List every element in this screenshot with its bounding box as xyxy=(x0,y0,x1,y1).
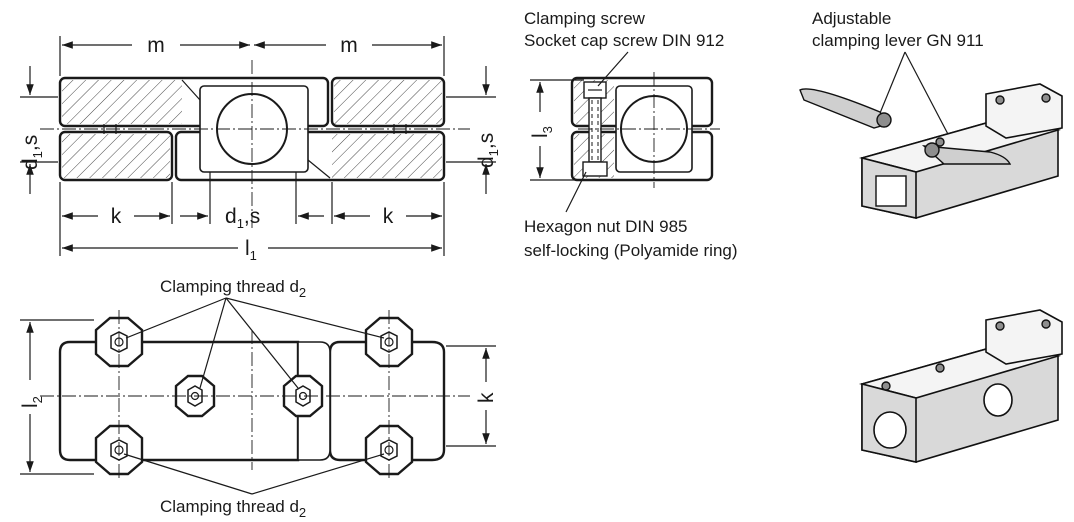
clamping-lever-right xyxy=(921,145,1012,165)
clamping-screw-callout: Clamping screw Socket cap screw DIN 912 xyxy=(524,9,724,87)
dimension-l1: l1 xyxy=(62,237,442,263)
clamping-lever-left xyxy=(799,88,890,129)
l1-label: l1 xyxy=(245,237,257,263)
clamping-thread-top-callout: Clamping thread d2 xyxy=(125,277,385,389)
l2-label: l2 xyxy=(19,396,45,408)
side-section-view xyxy=(570,72,720,188)
dimension-k-vertical: k xyxy=(446,345,498,447)
dimension-l3: l3 xyxy=(529,79,584,181)
hexagon-nut-label: Hexagon nut DIN 985 xyxy=(524,217,688,236)
plan-view xyxy=(40,310,470,480)
self-locking-label: self-locking (Polyamide ring) xyxy=(524,241,738,260)
isometric-view-plain xyxy=(858,309,1063,463)
clamping-thread-bottom-callout: Clamping thread d2 xyxy=(123,453,385,520)
hexagon-nut-callout: Hexagon nut DIN 985 self-locking (Polyam… xyxy=(524,171,738,260)
d1s-center-label: d1,s xyxy=(225,205,260,231)
isometric-view-with-levers xyxy=(799,83,1063,219)
d1s-right-label: d1,s xyxy=(475,133,501,168)
lever-callout: Adjustable clamping lever GN 911 xyxy=(812,9,984,139)
d1s-left-label: d1,s xyxy=(19,135,45,170)
dimension-d1s-right: d1,s xyxy=(446,66,501,194)
lever-label-line1: Adjustable xyxy=(812,9,891,28)
dimension-m: m m xyxy=(59,34,445,76)
clamping-thread-bottom-label: Clamping thread d2 xyxy=(160,497,306,520)
socket-cap-screw-label: Socket cap screw DIN 912 xyxy=(524,31,724,50)
clamping-screw-label: Clamping screw xyxy=(524,9,646,28)
l3-label: l3 xyxy=(529,126,555,138)
k-vertical-label: k xyxy=(475,392,498,403)
lever-label-line2: clamping lever GN 911 xyxy=(812,31,984,50)
k-right-label: k xyxy=(383,205,394,228)
dimension-k-row: k k d1,s xyxy=(59,172,445,256)
dimension-d1s-left: d1,s xyxy=(19,66,58,194)
hex-boss-center-right xyxy=(282,374,324,418)
m-right-label: m xyxy=(340,34,358,57)
dimension-l2: l2 xyxy=(19,319,94,475)
m-left-label: m xyxy=(147,34,165,57)
k-left-label: k xyxy=(111,205,122,228)
clamping-thread-top-label: Clamping thread d2 xyxy=(160,277,306,300)
front-section-view xyxy=(40,60,470,228)
